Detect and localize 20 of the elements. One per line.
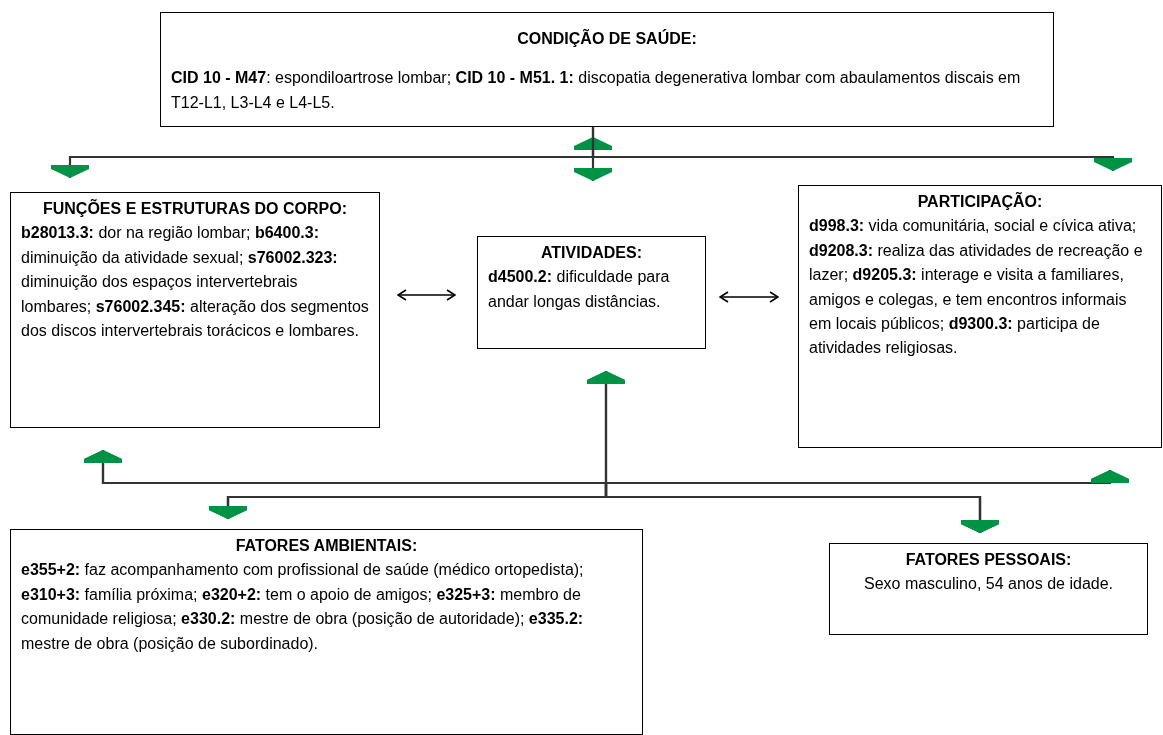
- environmental-factors-box: [10, 529, 643, 735]
- box-heading: FUNÇÕES E ESTRUTURAS DO CORPO:: [42, 198, 348, 219]
- arrow: [719, 291, 779, 303]
- box-heading: PARTICIPAÇÃO:: [916, 191, 1044, 212]
- health-condition-box: [160, 12, 1054, 127]
- arrow: [397, 289, 456, 301]
- box-text: Sexo masculino, 54 anos de idade.: [862, 574, 1115, 595]
- box-text: b28013.3: dor na região lombar; b6400.3: diminuição da atividade sexual; s76002.323: diminuição dos espaços intervertebrais lombares; s76002.345: alteração dos segmentos dos discos intervertebrais torácicos e lombares.: [21, 223, 369, 342]
- box-text: d4500.2: dificuldade para andar longas distâncias.: [488, 267, 671, 312]
- box-text: CID 10 - M47: espondiloartrose lombar; CID 10 - M51. 1: discopatia degenerativa lombar com abaulamentos discais em T12-L1, L3-L4 e L4-L5.: [171, 68, 1022, 113]
- box-text: e355+2: faz acompanhamento com profissional de saúde (médico ortopedista); e310+3: família próxima; e320+2: tem o apoio de amigos; e325+3: membro de comunidade religiosa; e330.2: mestre de obra (posição de autoridade); e335.2: mestre de obra (posição de subordinado).: [21, 560, 585, 654]
- box-text: d998.3: vida comunitária, social e cívica ativa; d9208.3: realiza das atividades de recreação e lazer; d9205.3: interage e visita a familiares, amigos e colegas, e tem encontros informais em locais públicos; d9300.3: participa de atividades religiosas.: [809, 216, 1144, 359]
- box-heading: ATIVIDADES:: [539, 243, 643, 263]
- box-heading: FATORES AMBIENTAIS:: [234, 536, 419, 556]
- participation-box: [798, 185, 1162, 448]
- personal-factors-box: [829, 543, 1148, 635]
- activities-box: [477, 236, 706, 349]
- box-heading: CONDIÇÃO DE SAÚDE:: [516, 28, 698, 49]
- body-functions-box: [10, 192, 380, 428]
- box-heading: FATORES PESSOAIS:: [904, 550, 1073, 570]
